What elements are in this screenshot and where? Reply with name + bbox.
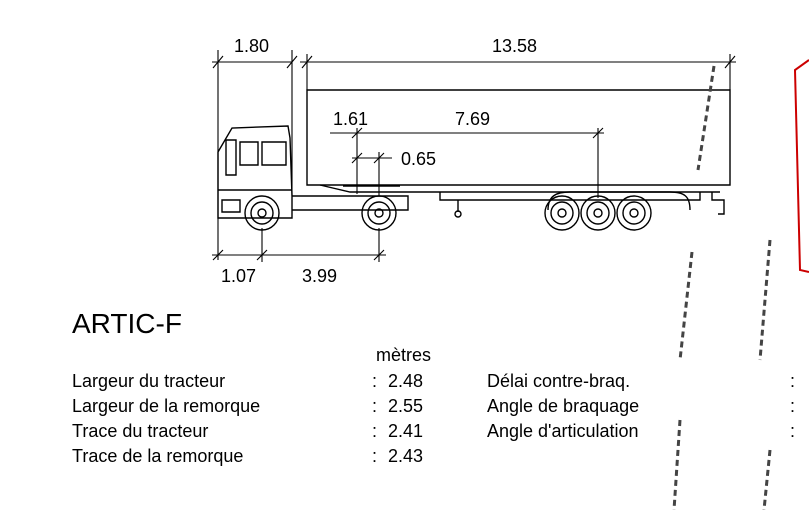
dim-trailer-wheelbase: 7.69: [455, 109, 490, 129]
dim-kingpin-offset: 1.61: [333, 109, 368, 129]
spec-label-tractor-track: Trace du tracteur: [72, 421, 209, 441]
spec-value-tractor-width: 2.48: [388, 371, 424, 391]
separator: :: [372, 421, 378, 441]
dim-fifth-wheel-offset: 0.65: [401, 149, 436, 169]
spec-value-trailer-width: 2.55: [388, 396, 424, 416]
dim-front-overhang: 1.80: [234, 36, 269, 56]
separator: :: [372, 371, 378, 391]
wheels: [244, 195, 652, 231]
spec-label-tractor-width: Largeur du tracteur: [72, 371, 226, 391]
vehicle-name: ARTIC-F: [72, 308, 182, 339]
separator: :: [372, 396, 378, 416]
spec-label-articulation-angle: Angle d'articulation: [487, 421, 639, 441]
spec-value-tractor-track: 2.41: [388, 421, 424, 441]
spec-label-trailer-width: Largeur de la remorque: [72, 396, 261, 416]
trailer-body: [306, 89, 731, 218]
spec-label-counter-steer-delay: Délai contre-braq.: [487, 371, 631, 391]
dim-tractor-wheelbase: 3.99: [302, 266, 337, 286]
units-label: mètres: [376, 345, 432, 365]
swept-path-hatching: [672, 65, 772, 510]
spec-label-steering-angle: Angle de braquage: [487, 396, 640, 416]
separator: :: [790, 371, 796, 391]
tractor-cab: [217, 125, 409, 219]
specs-left-labels: Largeur du tracteur Largeur de la remorq…: [72, 369, 260, 469]
dim-front-axle-overhang: 1.07: [221, 266, 256, 286]
swept-path-boundary: [793, 59, 809, 273]
specs-left-values: 2.48 2.55 2.41 2.43: [388, 369, 423, 469]
specs-left-separators: : : : :: [372, 369, 377, 469]
separator: :: [790, 396, 796, 416]
separator: :: [372, 446, 378, 466]
dimension-lines: [212, 50, 736, 262]
specs-right-labels: Délai contre-braq. Angle de braquage Ang…: [487, 369, 639, 444]
spec-label-trailer-track: Trace de la remorque: [72, 446, 244, 466]
separator: :: [790, 421, 796, 441]
spec-value-trailer-track: 2.43: [388, 446, 424, 466]
specs-right-separators: : : :: [790, 369, 795, 444]
dim-trailer-length: 13.58: [492, 36, 537, 56]
